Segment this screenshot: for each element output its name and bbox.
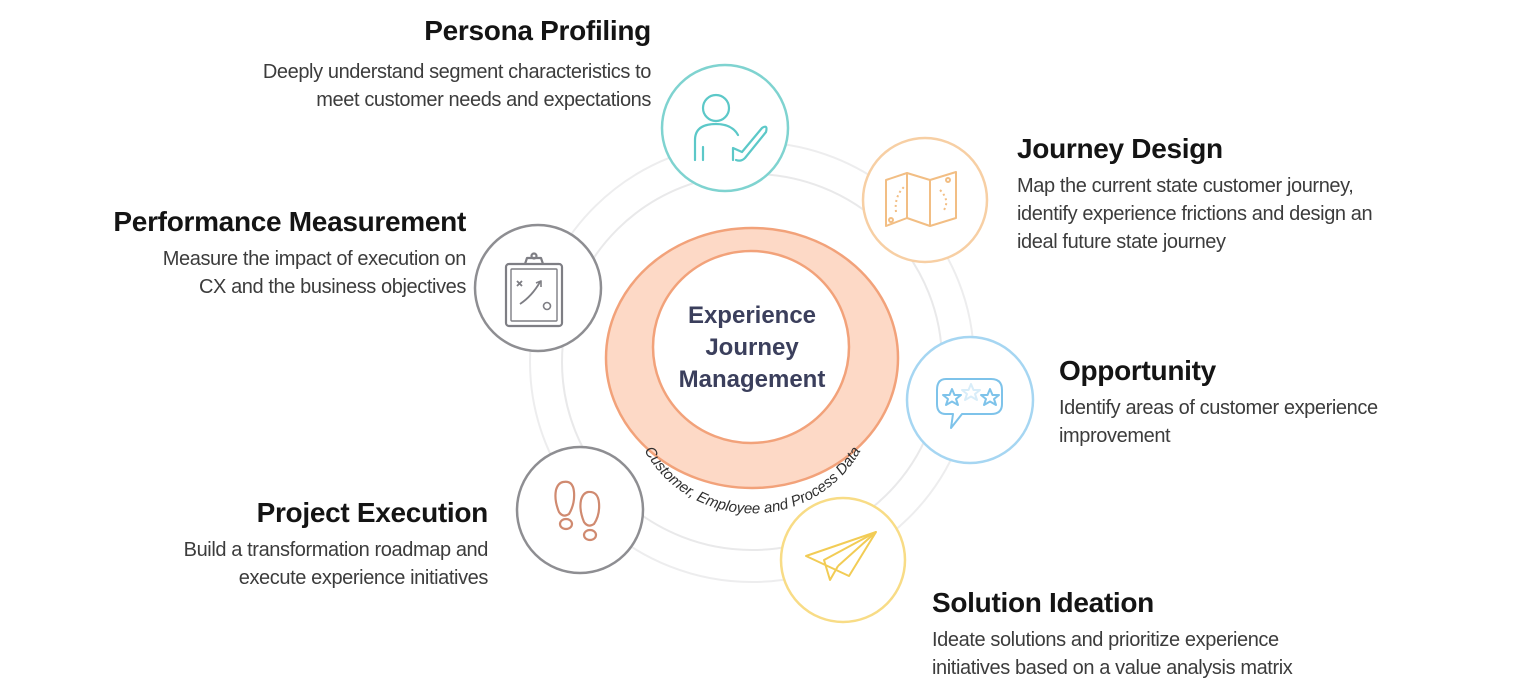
persona-profiling-block: Persona Profiling Deeply understand segm… [262,14,652,114]
journey-design-node [861,136,989,264]
opportunity-node [905,335,1035,465]
stage-title: Performance Measurement [113,206,466,237]
person-check-icon [693,93,768,162]
center-hub: Customer, Employee and Process Data [604,226,900,517]
project-execution-block: Project Execution Build a transformation… [183,496,489,592]
stage-description: Measure the impact of execution on CX an… [113,245,467,301]
desc-line: improvement [1059,425,1171,447]
folded-map-icon [885,171,957,227]
stage-title: Project Execution [256,497,489,528]
stage-description: Ideate solutions and prioritize experien… [932,626,1293,682]
opportunity-block: Opportunity Identify areas of customer e… [1059,354,1378,450]
desc-line: execute experience initiatives [238,567,489,589]
desc-line: meet customer needs and expectations [316,89,651,111]
center-title-line: Experience [687,302,817,329]
desc-line: initiatives based on a value analysis ma… [932,657,1293,679]
desc-line: identify experience frictions and design… [1017,203,1373,225]
desc-line: Build a transformation roadmap and [183,539,489,561]
desc-line: Map the current state customer journey, [1017,175,1354,197]
footprints-icon [554,480,601,542]
desc-line: ideal future state journey [1017,231,1226,253]
stage-title: Opportunity [1059,355,1216,386]
solution-ideation-block: Solution Ideation Ideate solutions and p… [932,586,1293,682]
stage-description: Identify areas of customer experience im… [1059,394,1378,450]
stage-description: Deeply understand segment characteristic… [262,58,652,114]
persona-profiling-node [660,63,790,193]
journey-design-block: Journey Design Map the current state cus… [1017,132,1373,256]
solution-ideation-node [779,496,907,624]
performance-measurement-block: Performance Measurement Measure the impa… [113,205,466,301]
desc-line: Ideate solutions and prioritize experien… [932,629,1279,651]
project-execution-node [515,445,645,575]
clipboard-strategy-icon [504,252,564,328]
speech-bubble-stars-icon [936,378,1003,429]
desc-line: CX and the business objectives [198,276,466,298]
center-title: Experience Journey Management [653,300,851,396]
center-title-line: Management [678,366,826,393]
stage-title: Solution Ideation [932,587,1154,618]
stage-description: Build a transformation roadmap and execu… [183,536,489,592]
paper-plane-icon [805,531,877,581]
stage-title: Persona Profiling [424,15,651,46]
desc-line: Identify areas of customer experience [1059,397,1378,419]
stage-title: Journey Design [1017,133,1223,164]
center-title-line: Journey [705,334,799,361]
performance-measurement-node [473,223,603,353]
desc-line: Deeply understand segment characteristic… [262,61,652,83]
desc-line: Measure the impact of execution on [162,248,467,270]
stage-description: Map the current state customer journey, … [1017,172,1373,256]
